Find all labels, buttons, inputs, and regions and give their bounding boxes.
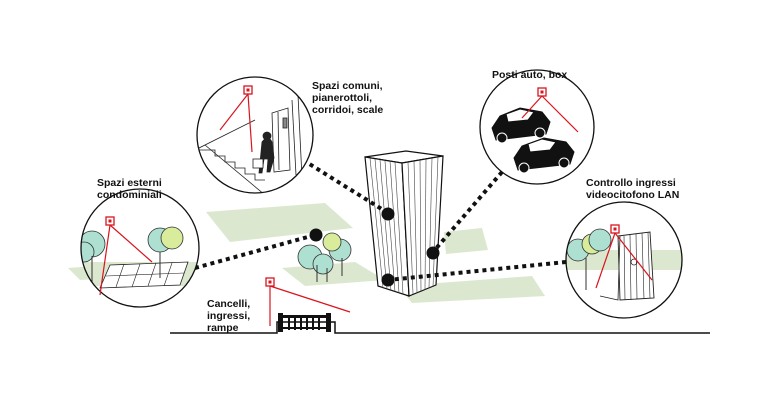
scene-circle-spazi-esterni — [80, 188, 200, 308]
node-dot — [309, 228, 323, 242]
label-spazi-esterni: Spazi esterni condominiali — [97, 177, 162, 201]
connector-nodes — [309, 207, 440, 287]
lawn-patch — [398, 276, 545, 303]
connector-spazi-esterni — [194, 233, 316, 270]
gate — [265, 277, 351, 332]
scene-circle-controllo-ingressi — [565, 201, 683, 319]
connector-posti-auto — [431, 170, 504, 254]
node-dot — [381, 207, 395, 221]
scene-circle-spazi-comuni — [196, 76, 314, 194]
building-side — [401, 155, 444, 297]
lawn-patch — [444, 228, 488, 254]
lawn-patch — [206, 203, 353, 242]
node-dot — [381, 273, 395, 287]
node-dot — [426, 246, 440, 260]
trees-center — [297, 232, 352, 282]
label-spazi-comuni: Spazi comuni, pianerottoli, corridoi, sc… — [312, 80, 384, 116]
ground-line — [170, 321, 710, 334]
label-cancelli: Cancelli, ingressi, rampe — [207, 298, 251, 334]
label-controllo-ingressi: Controllo ingressi videocitofono LAN — [586, 177, 680, 201]
connector-spazi-comuni — [301, 158, 390, 215]
building — [364, 150, 444, 297]
lawn-patch — [282, 262, 385, 286]
connector-controllo-ingressi — [387, 260, 567, 282]
connectors — [194, 158, 567, 282]
label-posti-auto: Posti auto, box — [492, 69, 568, 81]
scene-circle-posti-auto — [479, 69, 595, 185]
